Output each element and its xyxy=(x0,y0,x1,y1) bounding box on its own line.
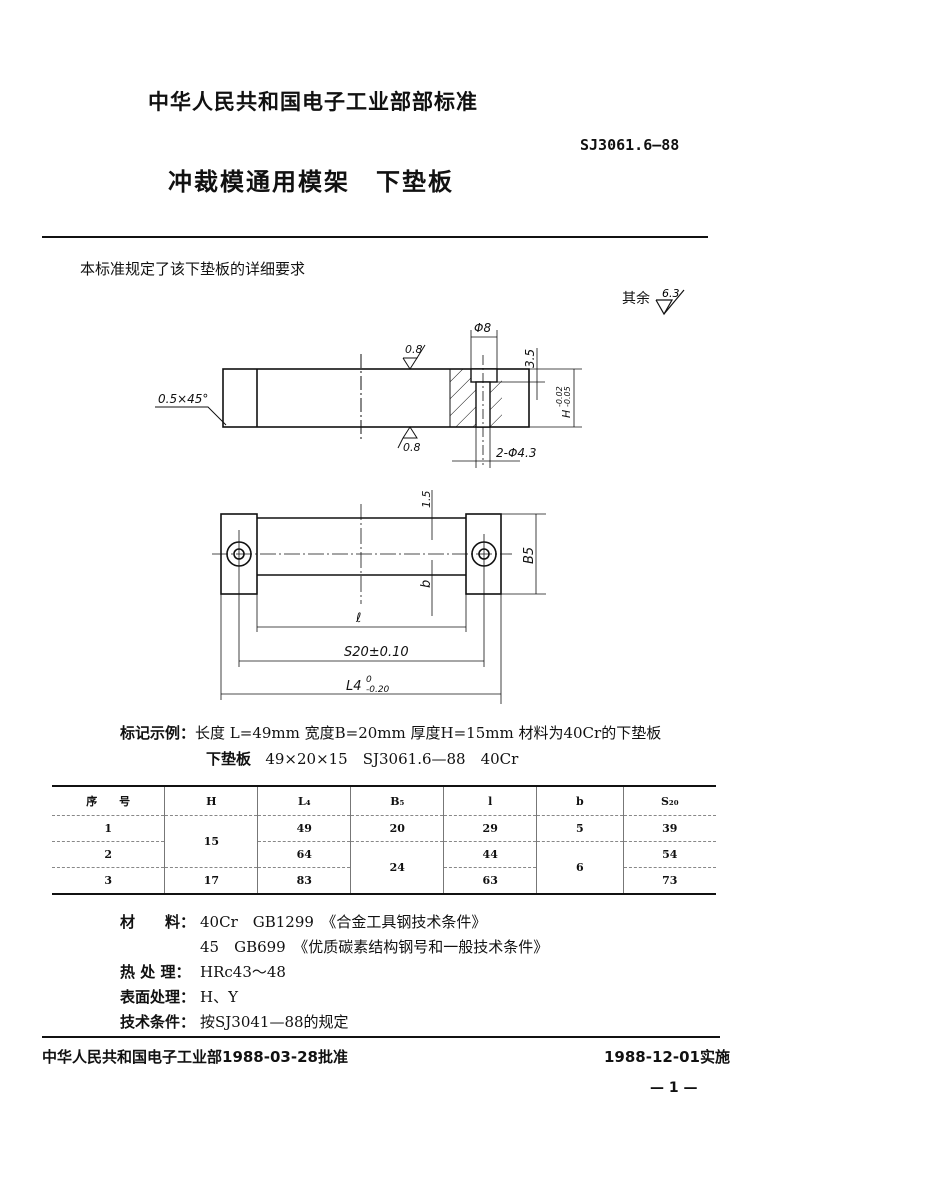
issuing-organization: 中华人民共和国电子工业部部标准 xyxy=(148,90,478,114)
material-row: 材 料：40Cr GB1299 《合金工具钢技术条件》 xyxy=(120,913,487,931)
front-view xyxy=(155,330,582,468)
svg-text:0.8: 0.8 xyxy=(405,343,423,356)
page-number: — 1 — xyxy=(650,1080,698,1096)
svg-text:B5: B5 xyxy=(522,547,537,564)
title-part1: 冲裁模通用模架 xyxy=(168,168,350,196)
svg-text:6.3: 6.3 xyxy=(662,287,680,300)
approval-text: 中华人民共和国电子工业部1988-03-28批准 xyxy=(42,1048,348,1066)
marking-example-label: 标记示例： xyxy=(120,724,196,742)
svg-text:0.8: 0.8 xyxy=(403,441,421,454)
svg-text:b: b xyxy=(419,580,434,588)
top-view xyxy=(212,490,546,704)
standard-code: SJ3061.6—88 xyxy=(580,136,680,154)
svg-text:2-Φ4.3: 2-Φ4.3 xyxy=(496,446,537,460)
surface-treatment-row: 表面处理：H、Y xyxy=(120,988,238,1006)
heat-treatment-row: 热 处 理：HRc43～48 xyxy=(120,963,286,981)
svg-text:L4: L4 xyxy=(346,679,362,694)
table-header-row: 序 号 H L₄ B₅ l b S₂₀ xyxy=(52,786,716,816)
table-row: 3 17 83 63 73 xyxy=(52,867,716,894)
intro-text: 本标准规定了该下垫板的详细要求 xyxy=(80,260,306,278)
svg-text:1.5: 1.5 xyxy=(420,491,433,509)
requirements: 材 料：40Cr GB1299 《合金工具钢技术条件》 45 GB699 《优质… xyxy=(120,910,548,1035)
svg-text:3.5: 3.5 xyxy=(523,349,537,368)
svg-text:-0.20: -0.20 xyxy=(366,685,390,695)
page-title: 冲裁模通用模架下垫板 xyxy=(168,162,454,197)
roughness-note: 其余 xyxy=(622,288,650,308)
svg-text:S20±0.10: S20±0.10 xyxy=(344,645,409,660)
effective-date: 1988-12-01实施 xyxy=(604,1048,730,1066)
svg-text:ℓ: ℓ xyxy=(355,611,361,626)
marking-example-line2: 下垫板 49×20×15 SJ3061.6—88 40Cr xyxy=(206,750,519,768)
material-row-2: 45 GB699 《优质碳素结构钢号和一般技术条件》 xyxy=(200,938,549,956)
table-row: 1 15 49 20 29 5 39 xyxy=(52,815,716,868)
bottom-rule xyxy=(42,1036,720,1038)
svg-text:Φ8: Φ8 xyxy=(474,321,491,335)
svg-text:0: 0 xyxy=(366,675,372,685)
title-part2: 下垫板 xyxy=(376,168,454,196)
dimension-table: 序 号 H L₄ B₅ l b S₂₀ 1 15 49 20 29 5 39 2… xyxy=(52,785,716,895)
roughness-label: 其余 xyxy=(622,291,650,307)
svg-text:-0.02: -0.02 xyxy=(555,386,564,407)
roughness-symbol-icon xyxy=(655,289,685,316)
top-rule xyxy=(42,236,708,238)
technical-drawing: 6.3 0.5×45° 0. xyxy=(155,287,685,704)
svg-text:0.5×45°: 0.5×45° xyxy=(158,392,208,406)
table-row: 2 64 24 44 6 54 xyxy=(52,841,716,894)
technical-conditions-row: 技术条件：按SJ3041—88的规定 xyxy=(120,1013,349,1031)
svg-text:H: H xyxy=(560,410,573,418)
marking-example-line1: 标记示例：长度 L=49mm 宽度B=20mm 厚度H=15mm 材料为40Cr… xyxy=(120,724,662,742)
svg-text:-0.05: -0.05 xyxy=(563,386,572,407)
